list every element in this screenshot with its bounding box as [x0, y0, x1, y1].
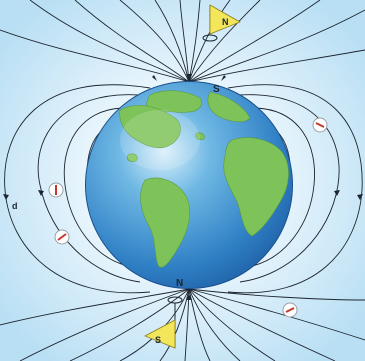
field-line — [237, 94, 340, 283]
field-line — [159, 288, 190, 361]
compass-ring — [202, 34, 218, 42]
continent-island — [126, 153, 138, 162]
field-line — [63, 107, 129, 267]
field-line — [227, 84, 363, 294]
field-line — [188, 288, 365, 301]
continent-south-america — [140, 177, 190, 268]
continents — [119, 90, 289, 268]
arrow-mark — [357, 194, 363, 200]
field-line — [251, 107, 315, 267]
field-line — [0, 29, 190, 83]
field-line — [74, 0, 190, 83]
bottom-compass-flag — [144, 296, 183, 349]
field-line — [188, 0, 321, 83]
globe-top-pole-label: S — [213, 84, 220, 95]
field-line — [179, 0, 190, 83]
field-line — [154, 0, 190, 83]
field-line — [0, 288, 190, 326]
edge-text: d — [12, 201, 18, 211]
field-line — [188, 288, 365, 341]
earth-globe — [85, 81, 293, 289]
compass-needle-right-lower — [282, 302, 298, 318]
top-compass-flag — [202, 4, 241, 42]
bottom-flag-label: S — [155, 335, 161, 345]
field-line — [188, 9, 365, 83]
globe-highlight — [120, 110, 200, 170]
field-line — [188, 0, 231, 83]
compass-needle-left-lower — [54, 229, 70, 245]
continent-africa — [223, 137, 289, 237]
field-line — [188, 288, 241, 361]
arrow-mark — [152, 75, 157, 81]
field-line — [29, 0, 190, 83]
field-line — [69, 288, 190, 361]
field-line — [188, 288, 276, 361]
globe-bottom-pole-label: N — [176, 278, 183, 289]
arrow-mark — [334, 190, 340, 196]
compass-needle-right-upper — [312, 117, 328, 133]
top-flag-label: N — [222, 17, 229, 27]
flag-top — [209, 4, 241, 35]
arrow-mark — [221, 75, 226, 81]
field-line — [37, 94, 141, 283]
field-line — [188, 288, 336, 361]
continent-north-europe — [207, 91, 251, 123]
field-line — [4, 84, 151, 294]
field-line — [188, 0, 261, 83]
arrow-mark — [38, 190, 44, 196]
arrow-mark — [3, 194, 9, 200]
arrow-mark — [186, 294, 192, 300]
field-line — [19, 288, 190, 361]
continent-north-america — [119, 105, 181, 149]
field-line — [188, 49, 365, 83]
compass-needles — [48, 117, 328, 318]
field-line — [119, 0, 190, 83]
compass-needle-left-middle — [48, 182, 64, 198]
continent-island — [195, 132, 205, 141]
field-direction-arrows — [3, 74, 363, 300]
arrow-mark — [186, 74, 192, 80]
field-line — [188, 0, 201, 83]
flag-bottom — [144, 319, 176, 349]
